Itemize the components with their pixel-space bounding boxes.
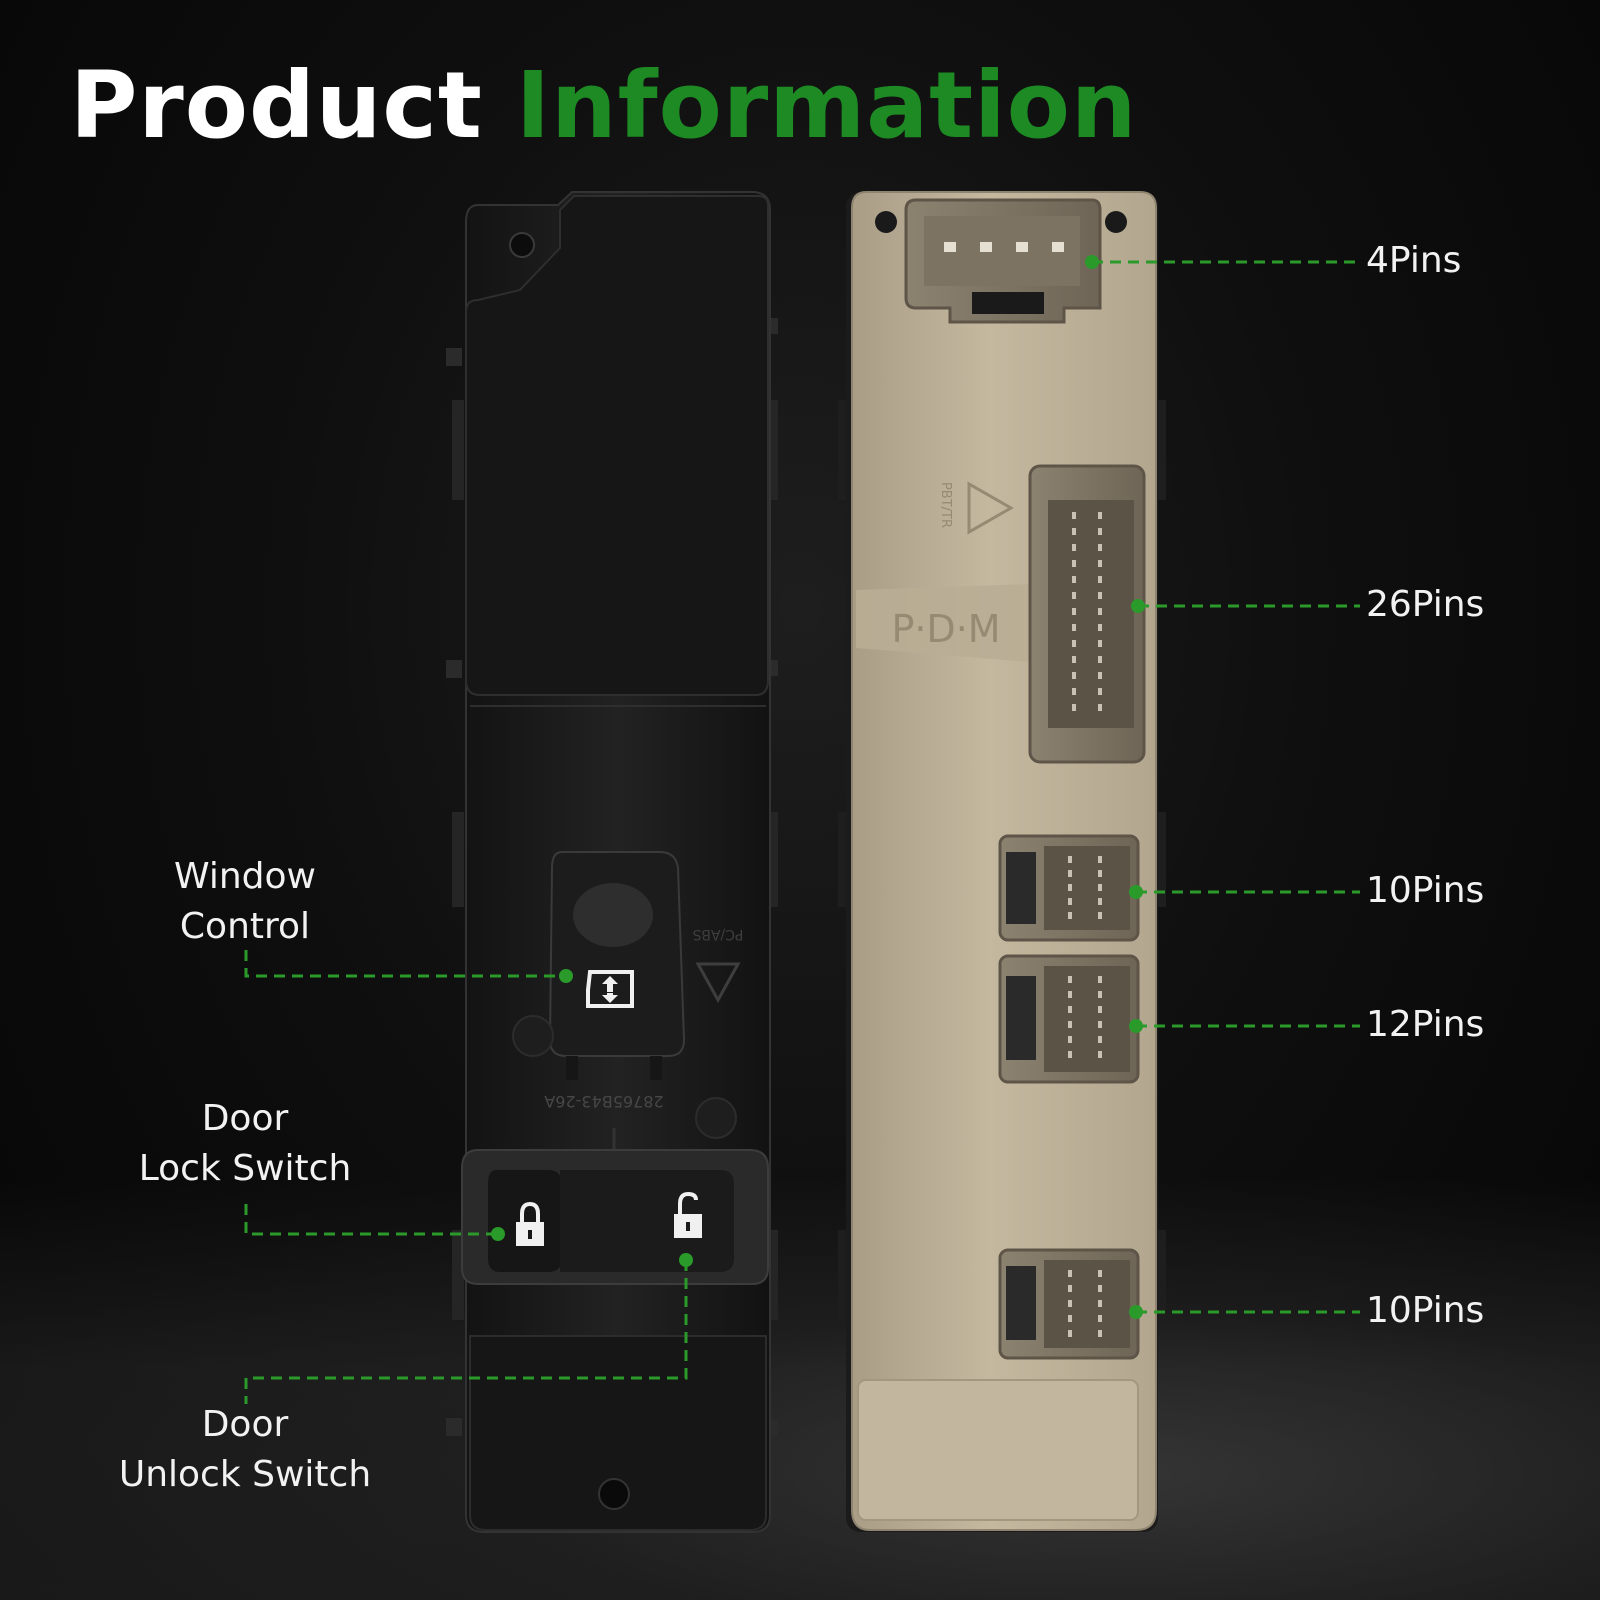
connector-pin bbox=[1072, 528, 1076, 535]
connector-pin bbox=[1098, 688, 1102, 695]
label-door-lock-line2: Lock Switch bbox=[138, 1148, 352, 1189]
label-26pins: 26Pins bbox=[1366, 584, 1485, 625]
connector-pin bbox=[1098, 528, 1102, 535]
label-door-unlock-line2: Unlock Switch bbox=[118, 1454, 372, 1495]
label-door-unlock: Door Unlock Switch bbox=[105, 1400, 385, 1500]
connector-26pin-pins bbox=[1072, 512, 1102, 711]
connector-pin bbox=[1068, 1300, 1072, 1307]
label-window-control: Window Control bbox=[150, 852, 340, 952]
connector-pin bbox=[1068, 1285, 1072, 1292]
connector-pin bbox=[1098, 870, 1102, 877]
connector-pin bbox=[1098, 1270, 1102, 1277]
connector-pin bbox=[1098, 672, 1102, 679]
connector-pin bbox=[1098, 1315, 1102, 1322]
connector-pin bbox=[1072, 688, 1076, 695]
lock-open-icon bbox=[674, 1191, 702, 1238]
connector-pin bbox=[1068, 912, 1072, 919]
connector-pin bbox=[1068, 884, 1072, 891]
label-10pins-upper: 10Pins bbox=[1366, 870, 1485, 911]
connector-pin bbox=[1098, 1285, 1102, 1292]
connector-pin bbox=[1098, 1051, 1102, 1058]
connector-10pin-upper bbox=[998, 834, 1140, 942]
connector-pin bbox=[1098, 624, 1102, 631]
connector-pin bbox=[1072, 656, 1076, 663]
connector-pin bbox=[1098, 560, 1102, 567]
recycle-icon bbox=[695, 962, 741, 1004]
page-title: Product Information bbox=[70, 52, 1137, 159]
connector-12pin bbox=[998, 954, 1140, 1084]
connector-pin bbox=[1072, 592, 1076, 599]
label-window-control-line2: Control bbox=[179, 906, 311, 947]
connector-pin bbox=[1068, 1330, 1072, 1337]
connector-pin bbox=[1068, 870, 1072, 877]
connector-pin bbox=[1098, 1300, 1102, 1307]
front-switch-housing bbox=[446, 191, 778, 1533]
connector-pin bbox=[1098, 1036, 1102, 1043]
connector-pin bbox=[1072, 608, 1076, 615]
label-door-lock-line1: Door bbox=[201, 1098, 289, 1139]
connector-pin bbox=[1068, 898, 1072, 905]
window-switch-icon bbox=[586, 970, 634, 1008]
connector-pin bbox=[1098, 704, 1102, 711]
connector-pin bbox=[1072, 640, 1076, 647]
connector-pin bbox=[1098, 592, 1102, 599]
connector-pin bbox=[1072, 624, 1076, 631]
connector-pin bbox=[1098, 912, 1102, 919]
pdm-text: P·D·M bbox=[891, 607, 1000, 651]
connector-pin bbox=[1068, 1270, 1072, 1277]
recycle-icon bbox=[967, 481, 1015, 535]
connector-pin bbox=[1098, 1006, 1102, 1013]
part-number-text: 28765B43-26A bbox=[544, 1092, 663, 1111]
connector-pin bbox=[1098, 608, 1102, 615]
material-front-text: PC/ABS bbox=[693, 926, 744, 942]
connector-4pin bbox=[904, 198, 1102, 324]
connector-pin bbox=[1098, 884, 1102, 891]
connector-pin bbox=[1072, 512, 1076, 519]
callout-leaders bbox=[244, 260, 1360, 1404]
connector-pin bbox=[1098, 544, 1102, 551]
connector-pin bbox=[1098, 976, 1102, 983]
connector-pin bbox=[1068, 856, 1072, 863]
label-door-unlock-line1: Door bbox=[201, 1404, 289, 1445]
connector-pin bbox=[1068, 1315, 1072, 1322]
lock-closed-icon bbox=[516, 1201, 544, 1246]
label-4pins: 4Pins bbox=[1366, 240, 1462, 281]
connector-12pin-pins bbox=[1068, 976, 1102, 1058]
connector-pin bbox=[1072, 576, 1076, 583]
connector-pin bbox=[1068, 1051, 1072, 1058]
label-window-control-line1: Window bbox=[174, 856, 316, 897]
connector-pin bbox=[1068, 1006, 1072, 1013]
connector-pin bbox=[1072, 704, 1076, 711]
title-word-product: Product bbox=[70, 52, 483, 159]
connector-pin bbox=[1072, 672, 1076, 679]
connector-pin bbox=[1072, 544, 1076, 551]
connector-pin bbox=[1068, 991, 1072, 998]
connector-pin bbox=[1098, 1330, 1102, 1337]
label-10pins-lower: 10Pins bbox=[1366, 1290, 1485, 1331]
connector-10pin-lower-pins bbox=[1068, 1270, 1102, 1337]
material-back-text: PBT/TR bbox=[938, 482, 953, 528]
label-door-lock: Door Lock Switch bbox=[125, 1094, 365, 1194]
connector-pin bbox=[1068, 1036, 1072, 1043]
connector-10pin-upper-pins bbox=[1068, 856, 1102, 919]
callout-dots bbox=[491, 255, 1145, 1319]
connector-pin bbox=[1098, 991, 1102, 998]
connector-pin bbox=[1098, 576, 1102, 583]
connector-pin bbox=[1098, 898, 1102, 905]
connector-pin bbox=[1098, 656, 1102, 663]
connector-pin bbox=[1098, 856, 1102, 863]
connector-pin bbox=[1072, 560, 1076, 567]
connector-pin bbox=[1098, 1021, 1102, 1028]
connector-26pin bbox=[1028, 464, 1146, 764]
connector-pin bbox=[1098, 512, 1102, 519]
connector-pin bbox=[1068, 976, 1072, 983]
floor-backdrop bbox=[0, 1180, 1600, 1600]
connector-pin bbox=[1098, 640, 1102, 647]
connector-pin bbox=[1068, 1021, 1072, 1028]
label-12pins: 12Pins bbox=[1366, 1004, 1485, 1045]
title-word-information: Information bbox=[515, 52, 1138, 159]
